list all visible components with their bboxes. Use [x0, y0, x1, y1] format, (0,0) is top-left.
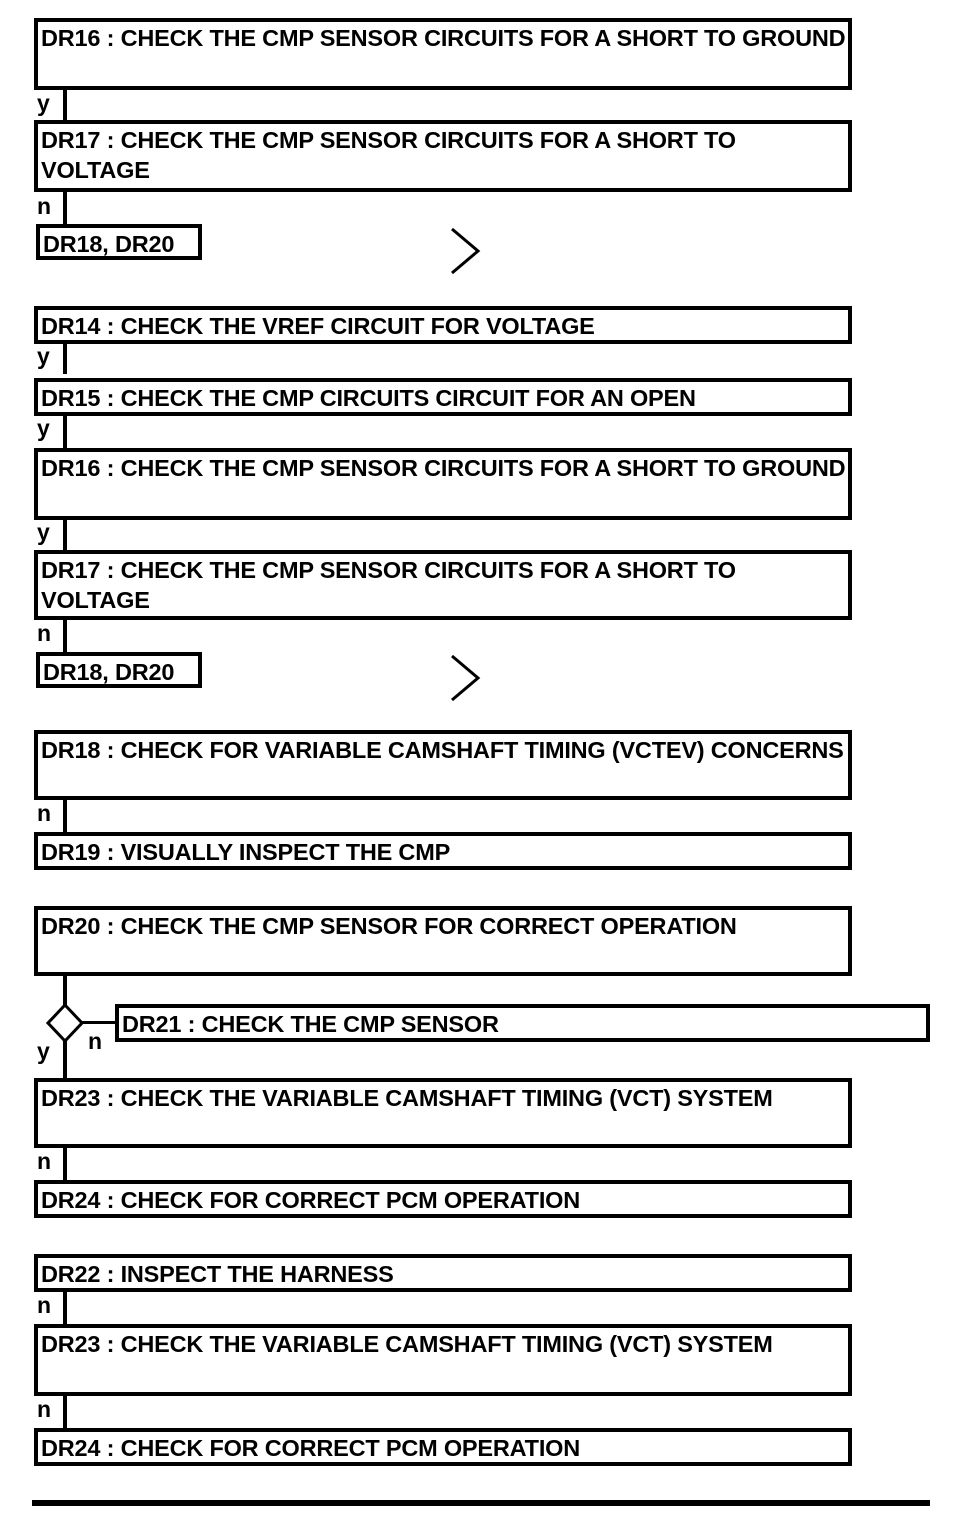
edge-connector — [63, 620, 67, 652]
edge-label-n: n — [37, 1148, 52, 1174]
process-node-dr17-short-to-voltage-2[interactable]: DR17 : CHECK THE CMP SENSOR CIRCUITS FOR… — [34, 550, 852, 620]
edge-connector-horizontal — [82, 1021, 117, 1024]
edge-label-n: n — [37, 800, 52, 826]
chevron-right-icon — [451, 654, 481, 702]
footer-divider — [32, 1500, 930, 1506]
edge-connector — [63, 344, 67, 374]
edge-label-y: y — [37, 519, 50, 545]
edge-connector — [63, 1396, 67, 1428]
edge-connector — [63, 90, 67, 120]
process-node-dr21-check-cmp-sensor[interactable]: DR21 : CHECK THE CMP SENSOR — [115, 1004, 930, 1042]
process-node-dr19-visually-inspect-cmp[interactable]: DR19 : VISUALLY INSPECT THE CMP — [34, 832, 852, 870]
edge-label-n: n — [37, 1396, 52, 1422]
edge-connector — [63, 416, 67, 448]
process-node-dr18-vctev-concerns[interactable]: DR18 : CHECK FOR VARIABLE CAMSHAFT TIMIN… — [34, 730, 852, 800]
edge-connector — [63, 1148, 67, 1180]
edge-label-y: y — [37, 415, 50, 441]
process-node-dr20-cmp-sensor-operation[interactable]: DR20 : CHECK THE CMP SENSOR FOR CORRECT … — [34, 906, 852, 976]
process-node-dr22-inspect-harness[interactable]: DR22 : INSPECT THE HARNESS — [34, 1254, 852, 1292]
edge-connector — [63, 976, 67, 1006]
decision-node-diamond[interactable] — [46, 1003, 84, 1043]
edge-label-n: n — [37, 620, 52, 646]
reference-node-dr18-dr20[interactable]: DR18, DR20 — [36, 224, 202, 260]
edge-connector — [63, 1292, 67, 1324]
chevron-right-icon — [451, 227, 481, 275]
process-node-dr23-vct-system-2[interactable]: DR23 : CHECK THE VARIABLE CAMSHAFT TIMIN… — [34, 1324, 852, 1396]
process-node-dr14-vref-voltage[interactable]: DR14 : CHECK THE VREF CIRCUIT FOR VOLTAG… — [34, 306, 852, 344]
process-node-dr23-vct-system[interactable]: DR23 : CHECK THE VARIABLE CAMSHAFT TIMIN… — [34, 1078, 852, 1148]
edge-label-n: n — [37, 193, 52, 219]
edge-label-y: y — [37, 90, 50, 116]
edge-connector — [63, 1041, 67, 1079]
reference-node-dr18-dr20-2[interactable]: DR18, DR20 — [36, 652, 202, 688]
edge-label-y: y — [37, 343, 50, 369]
edge-connector — [63, 192, 67, 224]
edge-connector — [63, 800, 67, 832]
process-node-dr17-short-to-voltage[interactable]: DR17 : CHECK THE CMP SENSOR CIRCUITS FOR… — [34, 120, 852, 192]
process-node-dr16-short-to-ground[interactable]: DR16 : CHECK THE CMP SENSOR CIRCUITS FOR… — [34, 18, 852, 90]
process-node-dr24-pcm-operation-2[interactable]: DR24 : CHECK FOR CORRECT PCM OPERATION — [34, 1428, 852, 1466]
process-node-dr16-short-to-ground-2[interactable]: DR16 : CHECK THE CMP SENSOR CIRCUITS FOR… — [34, 448, 852, 520]
edge-label-n: n — [37, 1292, 52, 1318]
edge-connector — [63, 520, 67, 550]
process-node-dr24-pcm-operation[interactable]: DR24 : CHECK FOR CORRECT PCM OPERATION — [34, 1180, 852, 1218]
edge-label-y: y — [37, 1038, 50, 1064]
process-node-dr15-cmp-circuits-open[interactable]: DR15 : CHECK THE CMP CIRCUITS CIRCUIT FO… — [34, 378, 852, 416]
edge-label-n: n — [88, 1028, 103, 1054]
